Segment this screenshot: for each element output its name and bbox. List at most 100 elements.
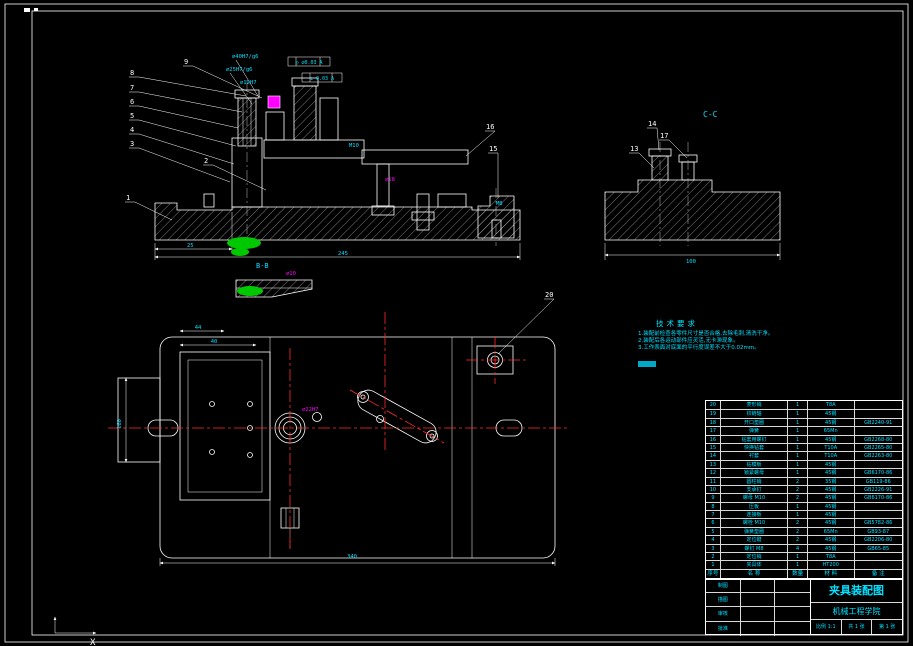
bom-cell: 1 — [788, 427, 808, 435]
bom-cell: 2 — [788, 536, 808, 544]
signature-grid: 制图描图审核批准 — [706, 579, 811, 636]
title-block: 制图描图审核批准 夹具装配图 机械工程学院 比例 1:1 共 1 张 第 1 张 — [705, 578, 903, 636]
signature-cell — [741, 593, 776, 607]
bom-cell: 锁紧螺母 — [721, 469, 789, 477]
bom-cell: 1 — [788, 443, 808, 452]
bom-cell: 2 — [788, 519, 808, 527]
part-callout-20: 20 — [545, 291, 553, 299]
bom-cell: 定位销 — [721, 553, 789, 561]
signature-cell — [741, 579, 776, 593]
bom-cell: GB93-87 — [867, 528, 890, 535]
bom-cell: 45钢 — [808, 469, 855, 477]
bom-cell: 13 — [706, 460, 721, 469]
ucs-x-label: X — [90, 638, 96, 646]
bom-cell: T10A — [808, 443, 855, 452]
section-label: C-C — [703, 110, 718, 119]
bom-cell: 1 — [706, 561, 721, 569]
leader-line — [138, 119, 237, 147]
part-callout-16: 16 — [486, 123, 494, 131]
bom-cell: 5 — [706, 527, 721, 536]
title-block-info: 比例 1:1 共 1 张 第 1 张 — [811, 620, 902, 634]
dimension-label: M10 — [349, 143, 359, 149]
bom-cell: 45钢 — [808, 544, 855, 553]
tech-req-line: 3.工作表面对底面的平行度误差不大于0.02mm。 — [638, 345, 760, 351]
leader-line — [138, 147, 231, 183]
bom-cell: 45钢 — [808, 536, 855, 544]
bom-cell: 9 — [706, 494, 721, 502]
signature-cell — [775, 593, 810, 606]
signature-row: 描图 — [706, 593, 810, 608]
part-callout-15: 15 — [489, 145, 497, 153]
part-callout-1: 1 — [126, 194, 130, 202]
bom-cell: 19 — [706, 410, 721, 418]
signature-cell: 批准 — [706, 621, 741, 636]
part-callout-14: 14 — [648, 120, 656, 128]
bom-cell: 1 — [788, 410, 808, 418]
part-callout-13: 13 — [630, 145, 638, 153]
bom-cell: 45钢 — [808, 460, 855, 469]
bom-header-cell: 序号 — [706, 569, 721, 579]
bom-cell: 支承钉 — [721, 485, 789, 494]
bom-cell: 螺钉 M8 — [721, 544, 789, 553]
bom-cell: 45钢 — [808, 502, 855, 511]
detail-bb-view — [235, 279, 313, 298]
bom-header-cell: 材 料 — [808, 569, 855, 579]
section-label: B-B — [256, 262, 269, 270]
organization-name: 机械工程学院 — [811, 603, 902, 620]
bom-header-cell: 数量 — [788, 569, 808, 579]
dimension-label: ⌀22H7 — [302, 407, 319, 413]
dimension-label: ⌀40H7/g6 — [232, 54, 259, 60]
bom-cell: 铰链轴 — [721, 410, 789, 418]
leader-line — [138, 76, 247, 97]
bom-cell: 衬套 — [721, 452, 789, 460]
dimension-label: ⊥ 0.03 A — [310, 76, 334, 82]
bom-cell — [855, 553, 903, 560]
title-block-right: 夹具装配图 机械工程学院 比例 1:1 共 1 张 第 1 张 — [811, 579, 902, 634]
dimension-label: ◎ ⌀0.03 A — [295, 60, 322, 66]
bom-cell: 7 — [706, 511, 721, 519]
bom-cell: 45钢 — [808, 494, 855, 502]
signature-cell — [775, 607, 810, 620]
technical-requirements: 技术要求 1.装配前检查各零件尺寸是否合格,去除毛刺,清洗干净。2.装配后各运动… — [638, 318, 813, 371]
highlight-blob — [231, 248, 249, 256]
bom-cell: 16 — [706, 435, 721, 443]
bom-cell: 45钢 — [808, 418, 855, 427]
signature-row: 审核 — [706, 607, 810, 622]
leader-line — [138, 133, 235, 165]
leader-line — [212, 164, 267, 191]
bom-cell — [855, 503, 903, 510]
bom-cell: GB119-86 — [865, 478, 891, 485]
bom-cell: 钻套用螺钉 — [721, 435, 789, 443]
bom-cell: 钻模板 — [721, 460, 789, 469]
bom-cell: 17 — [706, 427, 721, 435]
leader-line — [138, 105, 239, 129]
bom-cell: 6 — [706, 519, 721, 527]
bom-cell: 35钢 — [808, 477, 855, 485]
highlight-blob — [237, 286, 263, 296]
bom-cell: 2 — [788, 527, 808, 536]
highlight-blob — [227, 237, 261, 249]
bom-cell: 14 — [706, 452, 721, 460]
bom-cell: 45钢 — [808, 485, 855, 494]
bom-cell: 快换钻套 — [721, 443, 789, 452]
leader-line — [465, 130, 496, 157]
signature-row: 制图 — [706, 579, 810, 594]
dimension-label: 40 — [211, 339, 218, 345]
bom-cell: GB2240-91 — [864, 419, 893, 426]
bom-cell: 45钢 — [808, 519, 855, 527]
bom-cell: 1 — [788, 469, 808, 477]
dimension-label: 44 — [195, 325, 202, 331]
bom-cell: 1 — [788, 418, 808, 427]
part-callout-17: 17 — [660, 132, 668, 140]
bom-cell — [855, 427, 903, 434]
